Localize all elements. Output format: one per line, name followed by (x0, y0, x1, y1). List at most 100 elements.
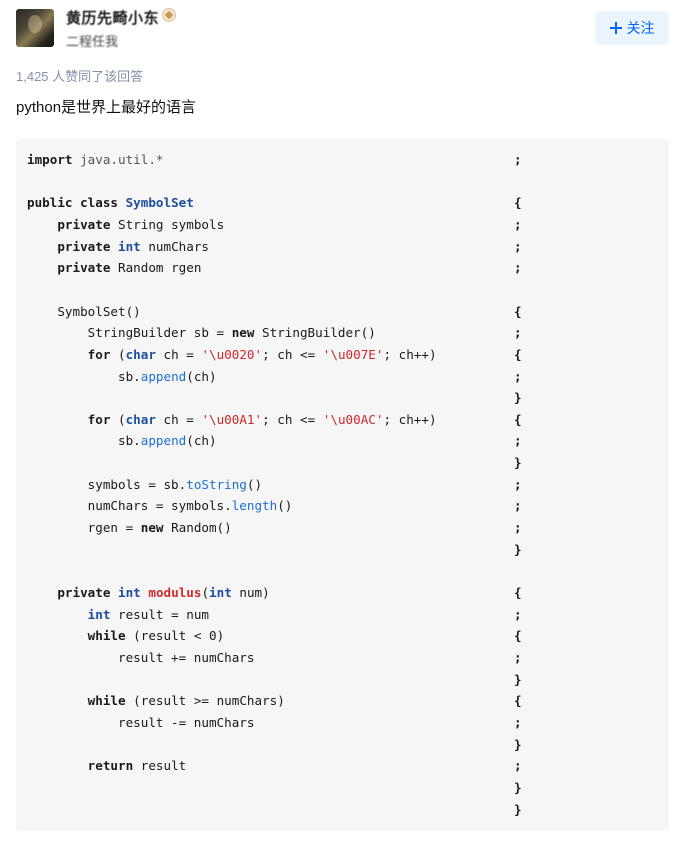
code-line: for (char ch = '\u0020'; ch <= '\u007E';… (27, 345, 437, 365)
code-token: '\u00AC' (322, 411, 384, 427)
code-token: return (87, 758, 134, 774)
code-line-terminator: ; (514, 714, 522, 730)
code-line-terminator: { (514, 346, 522, 362)
code-token (27, 628, 88, 643)
code-line: numChars = symbols.length() (27, 496, 293, 516)
code-token (27, 347, 88, 362)
code-token: length (231, 498, 278, 514)
code-line-terminator: ; (514, 498, 522, 514)
answer-author-header: 黄历先畸小东 二程任我 关注 (0, 0, 679, 60)
code-token: private (57, 238, 111, 254)
code-token: char (125, 411, 156, 427)
code-token: num) (231, 585, 270, 600)
code-line-terminator: { (514, 411, 522, 427)
code-line-terminator: { (514, 195, 522, 211)
code-line-terminator: ; (514, 520, 522, 535)
code-token: symbols = sb. (27, 476, 187, 492)
code-token: StringBuilder sb = (27, 325, 232, 341)
code-token: append (140, 433, 187, 449)
code-token: rgen = (27, 520, 141, 535)
code-line: import java.util.* (27, 150, 164, 170)
code-token (27, 260, 57, 275)
code-token (110, 585, 118, 600)
code-line: int result = num (27, 605, 209, 625)
code-token: Random rgen (110, 260, 202, 276)
code-token: () (277, 498, 293, 514)
code-line-terminator: ; (514, 216, 522, 232)
code-token: String symbols (110, 216, 225, 232)
code-token: ; ch <= (262, 411, 323, 427)
code-token: ; ch++) (383, 411, 437, 427)
code-token: (ch) (186, 368, 217, 384)
code-line: private int numChars (27, 237, 209, 257)
code-token: ( (110, 346, 126, 362)
code-line-terminator: } (514, 736, 522, 752)
code-line-terminator: ; (514, 368, 522, 384)
code-line: symbols = sb.toString() (27, 475, 262, 495)
code-token: private (57, 216, 111, 232)
code-token (27, 607, 88, 622)
author-avatar[interactable] (16, 9, 54, 47)
code-token: private (57, 260, 111, 276)
code-token: ; ch++) (383, 346, 437, 362)
code-token: import (27, 152, 73, 167)
code-line: StringBuilder sb = new StringBuilder() (27, 323, 376, 343)
author-headline: 二程任我 (66, 34, 119, 49)
code-token: char (125, 346, 156, 362)
code-token: () (246, 476, 263, 492)
code-line: for (char ch = '\u00A1'; ch <= '\u00AC';… (27, 410, 437, 430)
code-token: modulus (148, 585, 202, 600)
code-line-terminator: { (514, 628, 522, 644)
code-token: ( (201, 585, 210, 600)
code-line: result += numChars (27, 648, 254, 668)
code-token: numChars = symbols. (27, 498, 232, 514)
code-token: for (87, 346, 111, 362)
code-line: sb.append(ch) (27, 431, 217, 451)
code-token: for (87, 411, 111, 427)
verified-badge-icon (162, 8, 176, 22)
code-token: new (231, 325, 255, 341)
code-line-terminator: } (514, 541, 522, 557)
code-line-terminator: ; (514, 238, 522, 254)
code-token: SymbolSet() (27, 303, 141, 319)
code-token: '\u00A1' (201, 411, 263, 427)
code-token: ch = (155, 346, 202, 362)
code-line: private int modulus(int num) (27, 583, 270, 603)
follow-button[interactable]: 关注 (595, 11, 669, 45)
code-token: '\u007E' (322, 346, 384, 362)
code-token: (ch) (186, 433, 217, 449)
code-token: int (118, 238, 141, 254)
code-token: result -= numChars (27, 714, 255, 730)
code-line: private Random rgen (27, 258, 201, 278)
code-token: (result >= numChars) (125, 693, 285, 709)
code-line-terminator: ; (514, 260, 522, 276)
code-token: ; ch <= (262, 346, 323, 362)
code-token: int (87, 606, 111, 622)
code-token: numChars (140, 238, 210, 254)
code-line-terminator: } (514, 390, 522, 406)
code-line: rgen = new Random() (27, 518, 232, 538)
code-token: ch = (155, 411, 202, 427)
code-token: new (140, 520, 164, 535)
code-token: Random() (163, 520, 232, 535)
code-token: (result < 0) (125, 628, 225, 644)
code-token (27, 758, 88, 773)
code-line-terminator: { (514, 303, 522, 319)
code-line-terminator: ; (514, 433, 522, 449)
code-line: return result (27, 756, 187, 776)
code-token: append (140, 368, 187, 384)
author-name[interactable]: 黄历先畸小东 (66, 10, 160, 27)
code-line-terminator: ; (514, 606, 522, 622)
code-token: sb. (27, 433, 141, 449)
code-token (27, 693, 88, 708)
code-block: import java.util.*;public class SymbolSe… (16, 139, 669, 831)
follow-button-label: 关注 (626, 20, 655, 36)
code-token: result (133, 758, 187, 774)
code-line-terminator: ; (514, 649, 522, 665)
code-token: '\u0020' (201, 346, 263, 362)
code-token: SymbolSet (125, 195, 194, 211)
code-token (27, 239, 57, 254)
code-line: sb.append(ch) (27, 367, 217, 387)
code-line: SymbolSet() (27, 302, 141, 322)
code-line: private String symbols (27, 215, 224, 235)
